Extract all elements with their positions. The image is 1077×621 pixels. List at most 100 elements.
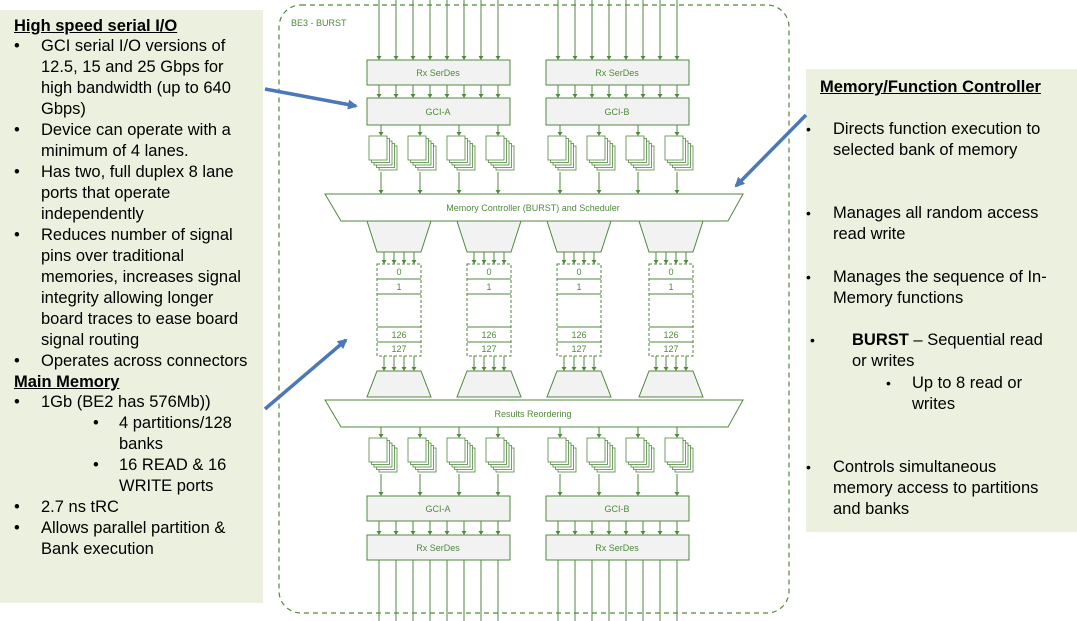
wire-arrowhead xyxy=(376,56,382,60)
wire-arrowhead xyxy=(623,94,629,98)
wire-arrowhead xyxy=(557,492,563,496)
wire-arrowhead xyxy=(401,260,407,264)
wire-arrowhead xyxy=(581,367,587,371)
memory-callout-arrow xyxy=(263,338,348,411)
wire-arrowhead xyxy=(674,531,680,535)
wire-arrowhead xyxy=(410,94,416,98)
wire-arrowhead xyxy=(674,94,680,98)
wire-arrowhead xyxy=(673,260,679,264)
data-buffer-stack xyxy=(368,135,388,161)
wire-arrowhead xyxy=(444,56,450,60)
wire-arrowhead xyxy=(673,367,679,371)
wire-arrowhead xyxy=(495,132,501,136)
wire-arrowhead xyxy=(561,260,567,264)
wire-arrowhead xyxy=(561,367,567,371)
wire-arrowhead xyxy=(640,94,646,98)
partition-mux xyxy=(366,370,432,398)
partition-0-labels: 0 1 126 127 xyxy=(391,267,406,354)
wire-arrowhead xyxy=(606,94,612,98)
rx-serdes-label: Rx SerDes xyxy=(595,543,639,553)
wire-arrowhead xyxy=(401,367,407,371)
bank-label: 126 xyxy=(663,330,678,340)
partition-demux xyxy=(366,220,432,253)
gci-a-box xyxy=(366,97,511,126)
chip-boundary xyxy=(278,4,790,614)
controller-item-burst: BURST – Sequential read or writes xyxy=(810,330,1060,372)
wire-arrowhead xyxy=(557,434,563,438)
wire-arrowhead xyxy=(391,367,397,371)
wire-arrowhead xyxy=(495,531,501,535)
wire-arrowhead xyxy=(635,190,641,194)
wire-arrowhead xyxy=(606,56,612,60)
controller-item: Manages the sequence of In-Memory functi… xyxy=(806,267,1056,309)
diagram-components xyxy=(366,0,704,621)
gci-a-label: GCI-A xyxy=(425,107,450,117)
data-buffer-stack xyxy=(446,135,466,161)
rx-serdes-box xyxy=(366,59,511,86)
serial-io-item: Has two, full duplex 8 lane ports that o… xyxy=(14,162,253,225)
main-memory-item: 1Gb (BE2 has 576Mb)) xyxy=(14,392,253,413)
wire-arrowhead xyxy=(674,132,680,136)
partition-mux xyxy=(456,370,522,398)
wire-arrowhead xyxy=(378,132,384,136)
data-buffer-stack xyxy=(485,437,505,463)
wire-arrowhead xyxy=(591,367,597,371)
wire-arrowhead xyxy=(376,94,382,98)
gci-b-box xyxy=(545,495,690,522)
controller-item: Directs function execution to selected b… xyxy=(806,119,1056,161)
serial-io-item: Operates across connectors xyxy=(14,351,253,372)
wire-arrowhead xyxy=(478,531,484,535)
results-reordering-bar xyxy=(324,399,744,428)
wire-arrowhead xyxy=(456,492,462,496)
partition-1-labels: 0 1 126 127 xyxy=(481,267,496,354)
wire-arrowhead xyxy=(674,56,680,60)
partition-3-labels: 0 1 126 127 xyxy=(663,267,678,354)
bank-label: 1 xyxy=(576,282,581,292)
gci-b-box xyxy=(545,97,690,126)
bank-label: 127 xyxy=(571,344,586,354)
chip-label: BE3 - BURST xyxy=(291,18,347,28)
wire-arrowhead xyxy=(683,367,689,371)
bank-label: 127 xyxy=(663,344,678,354)
wire-arrowhead xyxy=(481,260,487,264)
serial-io-item: Reduces number of signal pins over tradi… xyxy=(14,225,253,351)
wire-arrowhead xyxy=(657,531,663,535)
wire-arrowhead xyxy=(589,56,595,60)
wire-arrowhead xyxy=(495,492,501,496)
partition-mux xyxy=(638,370,704,398)
wire-arrowhead xyxy=(571,260,577,264)
wire-arrowhead xyxy=(391,260,397,264)
partition-mux xyxy=(546,370,612,398)
wire-arrowhead xyxy=(378,190,384,194)
wire-arrowhead xyxy=(417,190,423,194)
gci-b-label: GCI-B xyxy=(604,504,629,514)
wire-arrowhead xyxy=(635,434,641,438)
data-buffer-stack xyxy=(407,437,427,463)
wire-arrowhead xyxy=(589,94,595,98)
rx-serdes-label: Rx SerDes xyxy=(416,68,460,78)
controller-item: Manages all random access read write xyxy=(806,203,1056,245)
rx-serdes-box xyxy=(545,534,690,561)
bank-label: 0 xyxy=(668,267,673,277)
wire-arrowhead xyxy=(427,531,433,535)
wire-arrowhead xyxy=(674,492,680,496)
wire-arrowhead xyxy=(411,260,417,264)
wire-arrowhead xyxy=(596,132,602,136)
main-memory-item: Allows parallel partition & Bank executi… xyxy=(14,518,253,560)
gci-a-box xyxy=(366,495,511,522)
wire-arrowhead xyxy=(376,531,382,535)
wire-arrowhead xyxy=(663,260,669,264)
wire-arrowhead xyxy=(596,190,602,194)
bank-label: 126 xyxy=(571,330,586,340)
wire-arrowhead xyxy=(495,56,501,60)
wire-arrowhead xyxy=(461,56,467,60)
bank-label: 1 xyxy=(396,282,401,292)
wire-arrowhead xyxy=(461,531,467,535)
wire-arrowhead xyxy=(393,531,399,535)
wire-arrowhead xyxy=(674,434,680,438)
wire-arrowhead xyxy=(495,94,501,98)
bank-label: 126 xyxy=(481,330,496,340)
gci-b-label: GCI-B xyxy=(604,107,629,117)
wire-arrowhead xyxy=(640,56,646,60)
serial-io-panel: High speed serial I/O GCI serial I/O ver… xyxy=(0,10,263,603)
